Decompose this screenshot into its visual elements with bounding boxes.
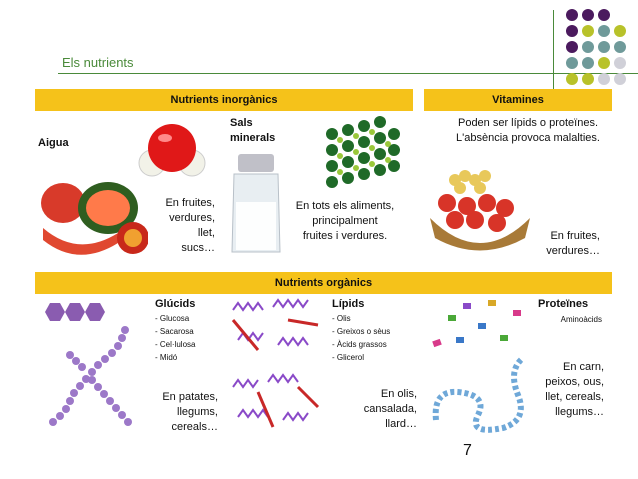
glucid-source-line: En patates, (162, 391, 218, 403)
water-label: Aigua (38, 137, 69, 149)
fruit-basket-illustration (430, 170, 530, 251)
lipid-item: Glicerol (332, 351, 390, 364)
vitamins-desc-line: Poden ser lípids o proteïnes. (457, 117, 599, 129)
organic-nutrients-bar: Nutrients orgànics (35, 272, 612, 294)
glucids-list: Glucosa Sacarosa Cel·lulosa Midó (155, 312, 196, 364)
salt-shaker-illustration (231, 154, 281, 253)
mineral-salts-label-line: minerals (230, 132, 276, 144)
protein-source-line: llet, cereals, (545, 391, 604, 403)
lipid-source-line: cansalada, (363, 403, 417, 415)
inorganic-bar-label: Nutrients inorgànics (170, 94, 278, 106)
glucid-item: Sacarosa (155, 325, 195, 338)
water-source-line: En fruites, (165, 197, 215, 209)
vitamins-sources: En fruites, verdures… (530, 229, 600, 259)
proteins-subtitle: Aminoàcids (560, 315, 602, 324)
protein-source-line: peixos, ous, (545, 376, 604, 388)
lipid-item: Olis (332, 312, 390, 325)
glucid-item: Glucosa (155, 312, 195, 325)
starch-chain-illustration (49, 326, 132, 426)
water-sources: En fruites, verdures, llet, sucs… (140, 196, 215, 256)
organic-bar-label: Nutrients orgànics (274, 277, 373, 289)
decorative-dot-grid (566, 9, 626, 100)
glucid-item: Midó (155, 351, 195, 364)
lipids-list: Olis Greixos o sèus Àcids grassos Glicer… (332, 312, 390, 364)
vitamins-source-line: verdures… (546, 245, 600, 257)
glucid-source-line: cereals… (171, 421, 218, 433)
fatty-acids-illustration-bottom (232, 373, 320, 428)
fatty-acids-illustration-top (231, 298, 319, 351)
page-title: Els nutrients (62, 55, 134, 70)
proteins-sources: En carn, peixos, ous, llet, cereals, lle… (520, 360, 604, 420)
mineral-salts-label-line: Sals (230, 117, 253, 129)
lipids-title: Lípids (332, 298, 365, 310)
crystal-lattice-illustration (326, 116, 400, 188)
amino-acids-illustration-top (432, 300, 521, 348)
lipid-item: Àcids grassos (332, 338, 390, 351)
fruits-illustration (41, 182, 148, 255)
protein-source-line: En carn, (563, 361, 604, 373)
vitamins-desc-line: L'absència provoca malalties. (456, 132, 600, 144)
salts-source-line: fruites i verdures. (302, 230, 388, 242)
glucids-sources: En patates, llegums, cereals… (140, 390, 218, 435)
lipids-sources: En olis, cansalada, llard… (345, 387, 417, 432)
water-molecule-illustration (138, 124, 206, 177)
glucid-item: Cel·lulosa (155, 338, 196, 351)
vitamins-description: Poden ser lípids o proteïnes. L'absència… (440, 116, 616, 146)
water-source-line: sucs… (181, 242, 215, 254)
lipid-source-line: llard… (385, 418, 417, 430)
water-source-line: llet, (197, 227, 215, 239)
proteins-title: Proteïnes (538, 298, 589, 310)
corner-rule (553, 10, 554, 100)
glucid-source-line: llegums, (177, 406, 218, 418)
glucids-title: Glúcids (155, 298, 196, 310)
salts-source-line: En tots els aliments, (295, 200, 395, 212)
lipid-item: Greixos o sèus (332, 325, 390, 338)
inorganic-nutrients-bar: Nutrients inorgànics (35, 89, 413, 111)
header-rule (58, 73, 638, 74)
water-source-line: verdures, (169, 212, 215, 224)
salts-source-line: principalment (312, 215, 378, 227)
page-number: 7 (463, 442, 472, 459)
vitamins-bar-label: Vitamines (492, 94, 544, 106)
protein-chain-illustration (432, 355, 526, 433)
mineral-salts-label: Sals minerals (230, 116, 275, 146)
vitamins-source-line: En fruites, (550, 230, 600, 242)
vitamins-bar: Vitamines (424, 89, 612, 111)
lipid-source-line: En olis, (380, 388, 417, 400)
mineral-salts-sources: En tots els aliments, principalment frui… (285, 199, 405, 244)
protein-source-line: llegums… (555, 406, 604, 418)
glucid-hexagons-illustration (45, 303, 105, 321)
